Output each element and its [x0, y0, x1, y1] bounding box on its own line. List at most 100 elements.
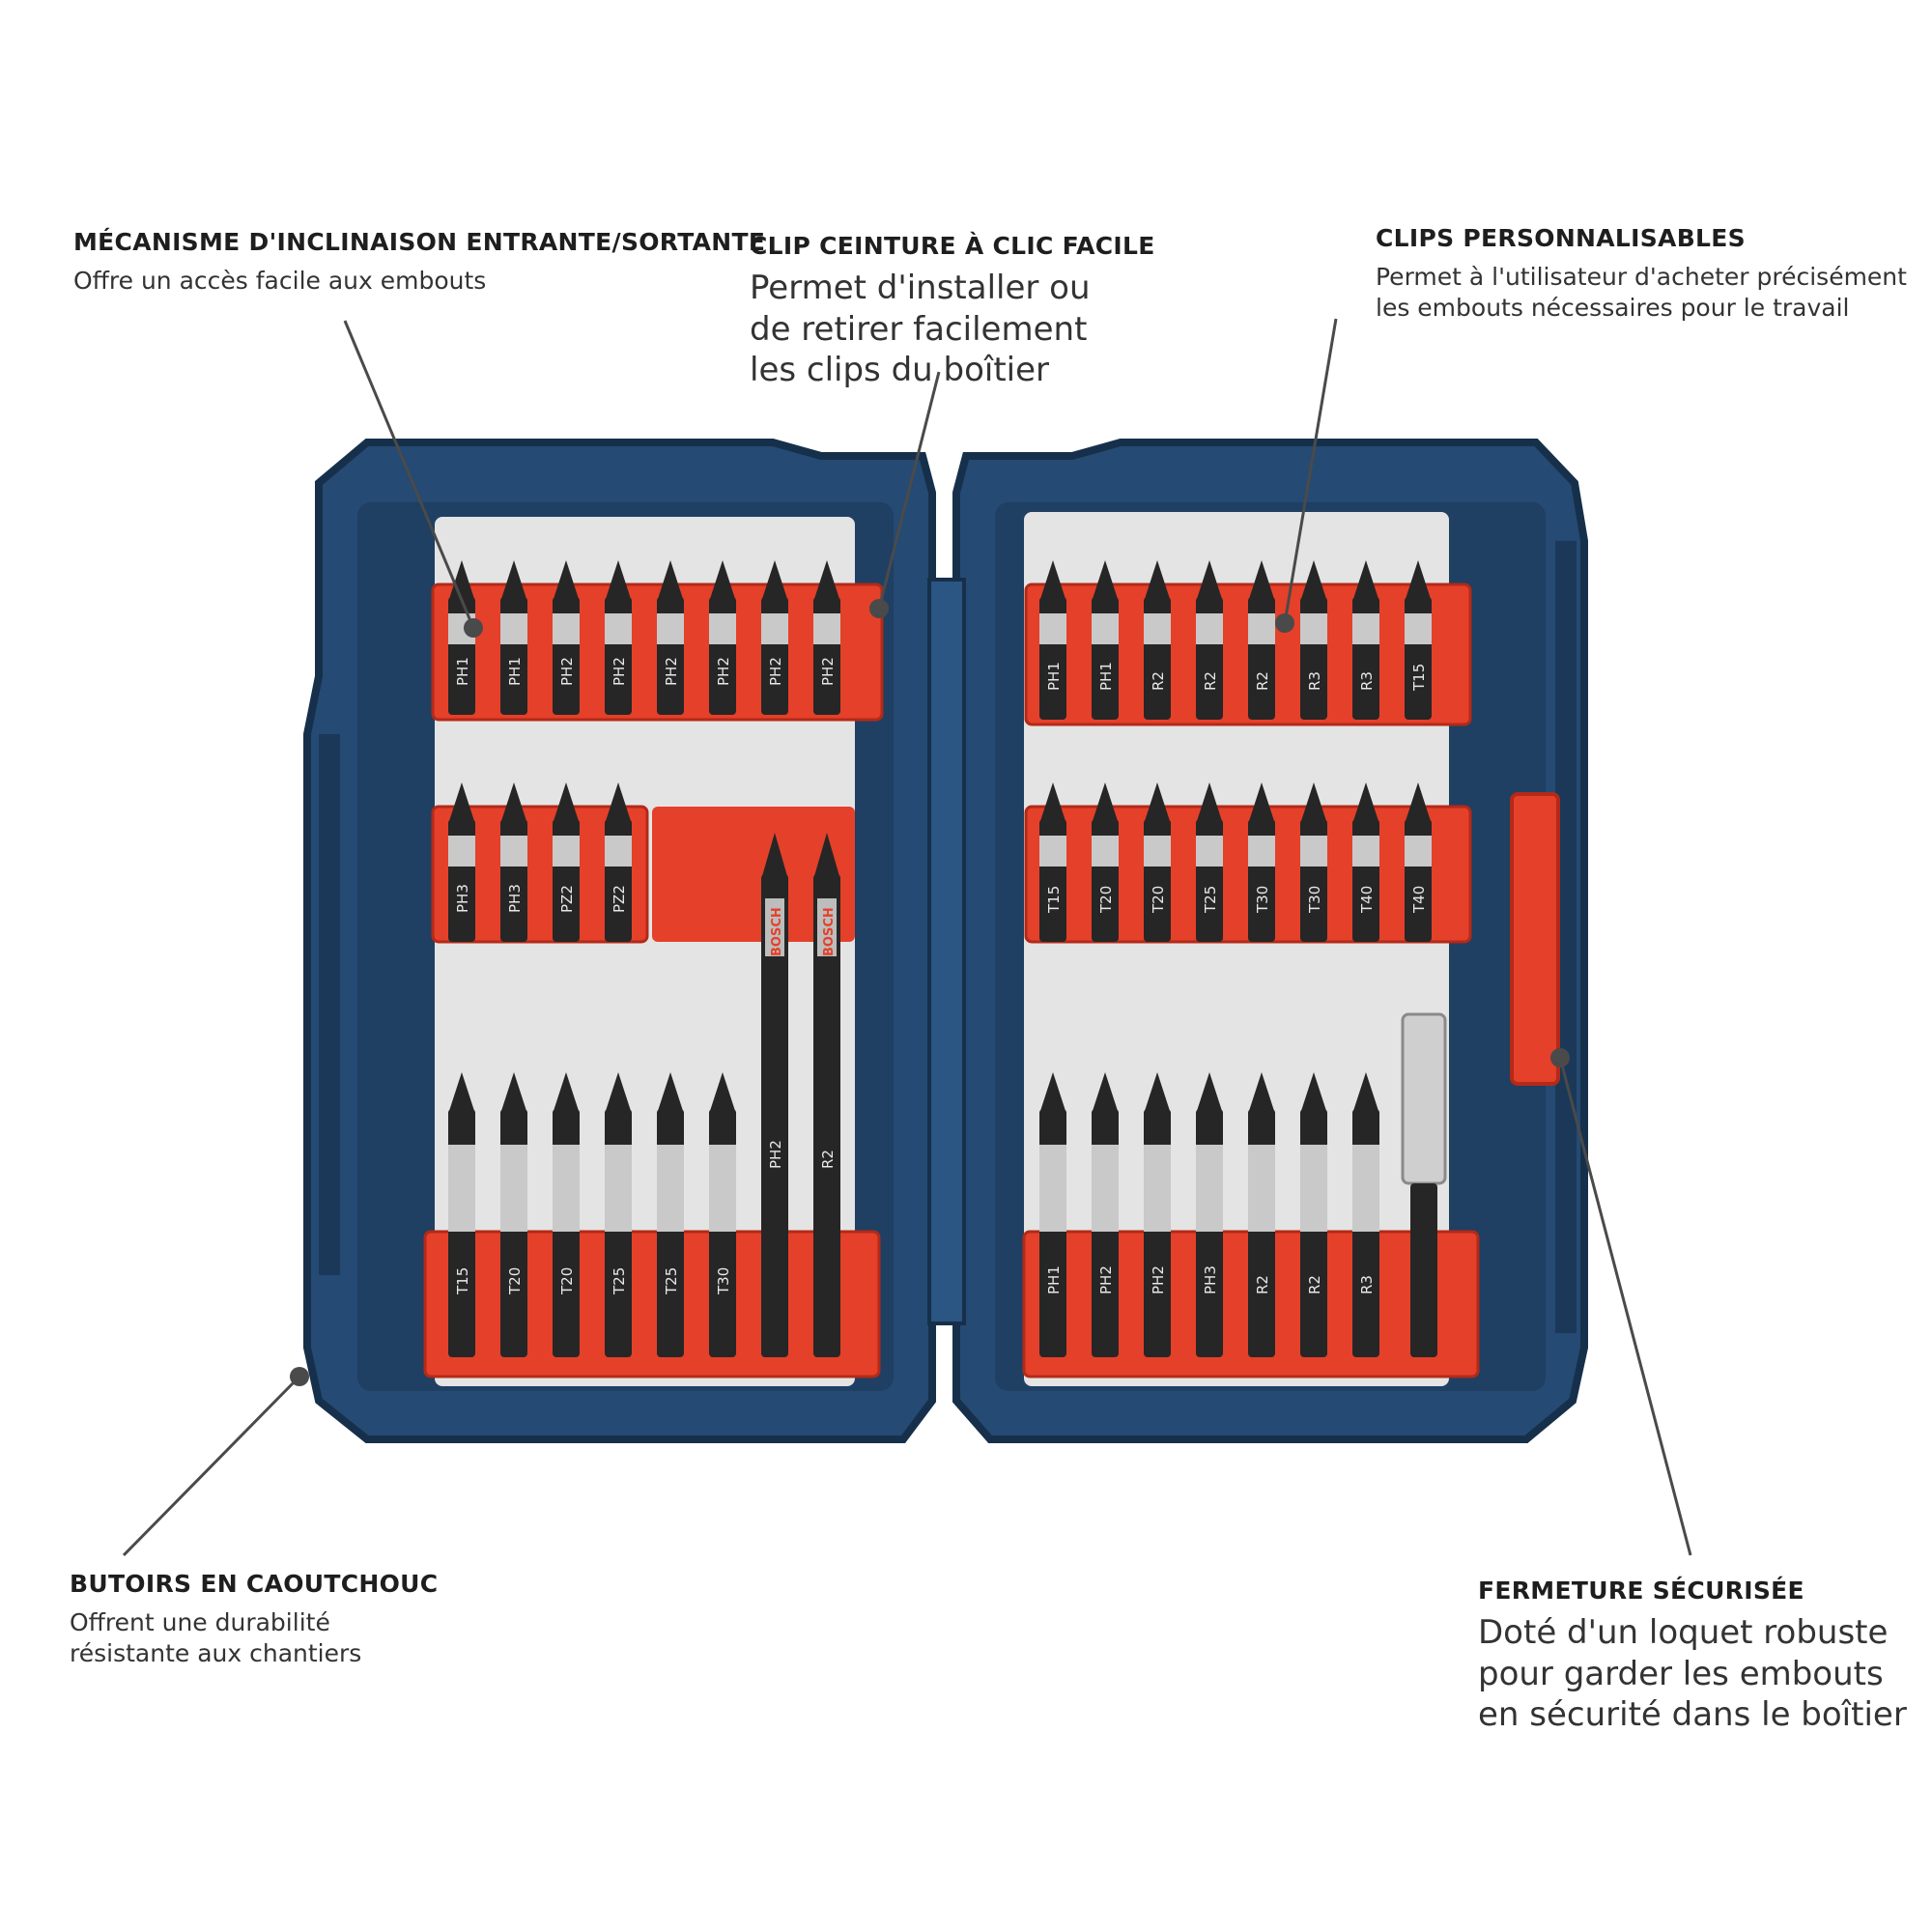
- bit: PH3: [500, 782, 527, 942]
- bit-holder: [1401, 1012, 1447, 1357]
- bit-label: T15: [1410, 664, 1428, 692]
- bit-band: [1039, 1145, 1066, 1232]
- bit-tip: [1197, 560, 1222, 599]
- bit-band: [500, 1145, 527, 1232]
- bit-label: R2: [1254, 671, 1271, 691]
- callout-bumpers-title: BUTOIRS EN CAOUTCHOUC: [70, 1570, 439, 1598]
- bit: T20: [1092, 782, 1119, 942]
- bit: T25: [605, 1072, 632, 1357]
- bit: PH2: [761, 560, 788, 715]
- bit-band: [761, 613, 788, 644]
- bit-tip: [1301, 560, 1326, 599]
- bit-label: T15: [1045, 886, 1063, 914]
- desc-line: Doté d'un loquet robuste: [1478, 1613, 1889, 1652]
- bit-tip: [814, 560, 839, 599]
- bit-band: [553, 613, 580, 644]
- bit-label: R2: [819, 1150, 837, 1169]
- bit-label: R3: [1306, 671, 1323, 691]
- leader-custom-clips: [1283, 318, 1338, 624]
- bit: PH1: [1092, 560, 1119, 720]
- bit-label: R3: [1358, 1275, 1376, 1294]
- callout-custom-clips-desc: Permet à l'utilisateur d'acheter précisé…: [1376, 262, 1907, 324]
- bit-tip: [1040, 782, 1065, 821]
- bit-band: [657, 1145, 684, 1232]
- bit-band: [1039, 613, 1066, 644]
- bit: R2: [1144, 560, 1171, 720]
- bit-label: T30: [715, 1267, 732, 1295]
- bit: PZ2: [553, 782, 580, 942]
- bit: T30: [1300, 782, 1327, 942]
- bit-band: [1196, 1145, 1223, 1232]
- bit-label: R2: [1306, 1275, 1323, 1294]
- bit: PH2: [1144, 1072, 1171, 1357]
- bit-tip: [1093, 782, 1118, 821]
- desc-line: les clips du boîtier: [750, 351, 1050, 389]
- bit: PH2: [709, 560, 736, 715]
- bit: T30: [709, 1072, 736, 1357]
- bit: T40: [1352, 782, 1379, 942]
- callout-latch-title: FERMETURE SÉCURISÉE: [1478, 1577, 1804, 1605]
- bit: PH2: [813, 560, 840, 715]
- bit-label: T25: [611, 1267, 628, 1295]
- holder-sleeve: [1401, 1012, 1447, 1185]
- callout-belt-clip-title: CLIP CEINTURE À CLIC FACILE: [750, 232, 1155, 260]
- bit-band: [1196, 613, 1223, 644]
- bit-band: [605, 613, 632, 644]
- bit: PH3: [448, 782, 475, 942]
- brand-label: BOSCH: [770, 907, 784, 956]
- bit-band: [553, 836, 580, 867]
- bit: T20: [500, 1072, 527, 1357]
- bit-band: [448, 1145, 475, 1232]
- bit: R2: [1196, 560, 1223, 720]
- brand-label: BOSCH: [822, 907, 837, 956]
- bit: R3: [1300, 560, 1327, 720]
- bit: R2: [1248, 1072, 1275, 1357]
- bit-tip: [1093, 1072, 1118, 1111]
- bit-tip: [554, 1072, 579, 1111]
- bit: R3: [1352, 1072, 1379, 1357]
- bit-label: PH2: [611, 657, 628, 686]
- bit-band: [500, 836, 527, 867]
- bit: R2: [1300, 1072, 1327, 1357]
- leader-tilt: [343, 320, 475, 629]
- bit: T25: [657, 1072, 684, 1357]
- tray-left: [435, 517, 855, 1386]
- bit-tip: [1406, 782, 1431, 821]
- bit-tip: [554, 782, 579, 821]
- bit-band: [1144, 613, 1171, 644]
- leader-belt-clip-dot: [869, 599, 889, 618]
- callout-latch-desc: Doté d'un loquet robuste pour garder les…: [1478, 1612, 1907, 1736]
- bit: T25: [1196, 782, 1223, 942]
- bit-tip: [1353, 560, 1378, 599]
- bit-band: [1248, 613, 1275, 644]
- bit-tip: [1353, 782, 1378, 821]
- bit-tip: [449, 782, 474, 821]
- bit: R3: [1352, 560, 1379, 720]
- bit-tip: [606, 782, 631, 821]
- bit-tip: [1301, 1072, 1326, 1111]
- desc-line: Permet d'installer ou: [750, 269, 1091, 307]
- bit-shank: [813, 874, 840, 1357]
- bit-label: R2: [1202, 671, 1219, 691]
- desc-line: Offre un accès facile aux embouts: [73, 267, 487, 295]
- bit-band: [1352, 613, 1379, 644]
- bit-tip: [1197, 1072, 1222, 1111]
- desc-line: pour garder les embouts: [1478, 1654, 1884, 1693]
- callout-latch: FERMETURE SÉCURISÉE Doté d'un loquet rob…: [1478, 1577, 1907, 1736]
- bit: R2: [1248, 560, 1275, 720]
- bit-label: T30: [1306, 886, 1323, 914]
- bit-label: PZ2: [558, 885, 576, 913]
- bit-label: PH2: [715, 657, 732, 686]
- bit-tip: [501, 560, 526, 599]
- leader-latch-dot: [1550, 1048, 1570, 1067]
- bit-label: T20: [506, 1267, 524, 1295]
- bit-tip: [1197, 782, 1222, 821]
- bit-band: [709, 1145, 736, 1232]
- bit-band: [553, 1145, 580, 1232]
- bit-band: [1405, 613, 1432, 644]
- bit-tip: [762, 833, 787, 876]
- callout-tilt: MÉCANISME D'INCLINAISON ENTRANTE/SORTANT…: [73, 228, 765, 297]
- callout-belt-clip-desc: Permet d'installer ou de retirer facilem…: [750, 268, 1155, 391]
- desc-line: Offrent une durabilité: [70, 1608, 330, 1636]
- bit: PH1: [1039, 560, 1066, 720]
